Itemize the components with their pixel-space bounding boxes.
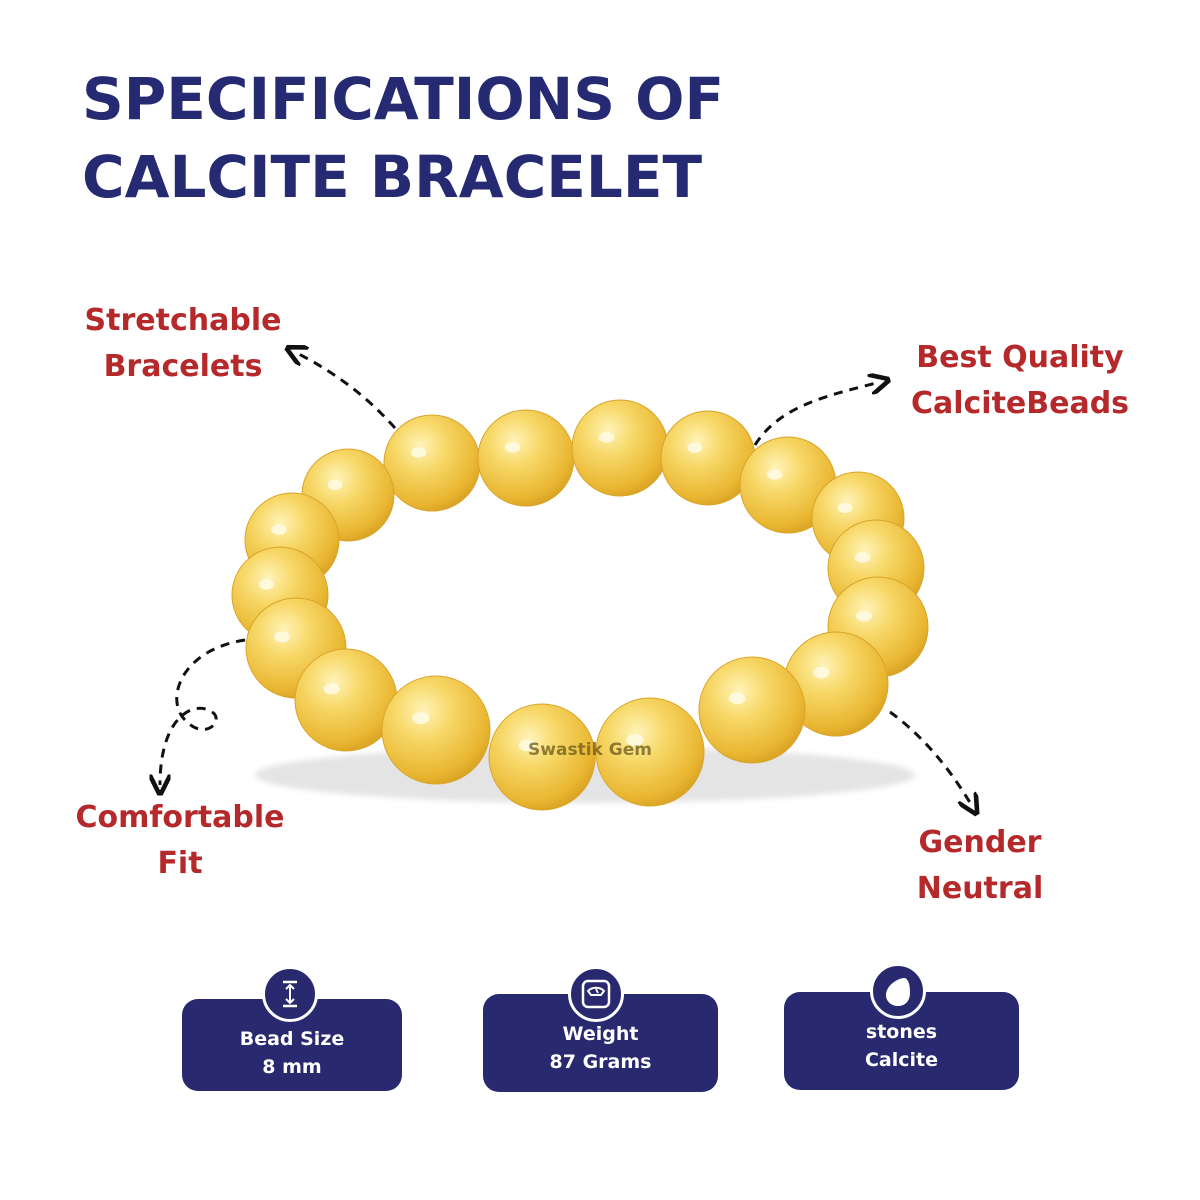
feature-stretchable-line1: Stretchable xyxy=(84,303,282,338)
page-title-line2: CALCITE BRACELET xyxy=(82,143,703,211)
spec-weight-label: Weight xyxy=(562,1023,639,1045)
bead-highlight-13 xyxy=(813,666,830,679)
brand-watermark: Swastik Gem xyxy=(528,740,652,760)
feature-gender-line1: Gender xyxy=(918,825,1042,860)
arrow-comfort xyxy=(160,638,246,785)
page-title: SPECIFICATIONS OF CALCITE BRACELET xyxy=(82,60,724,216)
bead-group xyxy=(231,399,929,811)
spec-stone-value: Calcite xyxy=(864,1049,939,1071)
feature-quality-line1: Best Quality xyxy=(916,340,1124,375)
feature-comfort-line1: Comfortable xyxy=(75,800,285,835)
stone-drop-icon xyxy=(870,963,926,1019)
feature-stretchable-line2: Bracelets xyxy=(103,349,263,384)
feature-quality: Best Quality CalciteBeads xyxy=(890,335,1150,427)
bead-highlight-4 xyxy=(687,442,703,453)
bead-highlight-14 xyxy=(323,683,340,695)
spec-size-label: Bead Size xyxy=(239,1028,345,1050)
bead-highlight-5 xyxy=(327,479,343,490)
bead-highlight-12 xyxy=(274,631,290,643)
bead-16 xyxy=(381,675,491,785)
arrow-stretchable xyxy=(295,352,397,429)
bead-18 xyxy=(595,697,705,807)
feature-gender: Gender Neutral xyxy=(880,820,1080,912)
bead-17 xyxy=(488,703,596,811)
bead-3 xyxy=(571,399,669,497)
vertical-measure-icon xyxy=(262,966,318,1022)
bead-highlight-6 xyxy=(766,469,783,480)
scale-icon xyxy=(568,966,624,1022)
bead-highlight-9 xyxy=(854,552,871,563)
bead-highlight-16 xyxy=(412,712,430,725)
bead-2 xyxy=(477,409,575,507)
feature-comfort-line2: Fit xyxy=(157,846,203,881)
bead-highlight-7 xyxy=(837,502,853,513)
spec-stone-label: stones xyxy=(865,1021,938,1043)
bead-highlight-17 xyxy=(518,739,536,752)
bead-highlight-3 xyxy=(598,432,615,443)
arrow-quality xyxy=(753,382,880,446)
bead-15 xyxy=(698,656,806,764)
bead-highlight-11 xyxy=(856,610,872,622)
bead-highlight-8 xyxy=(271,524,287,535)
bead-1 xyxy=(383,414,481,512)
bead-highlight-15 xyxy=(728,692,746,705)
feature-gender-line2: Neutral xyxy=(916,871,1044,906)
bead-highlight-1 xyxy=(410,447,427,458)
bead-highlight-18 xyxy=(626,734,644,747)
bead-14 xyxy=(294,648,398,752)
bead-highlight-2 xyxy=(504,442,521,453)
feature-quality-line2: CalciteBeads xyxy=(910,386,1130,421)
page-title-line1: SPECIFICATIONS OF xyxy=(82,65,725,133)
bead-highlight-10 xyxy=(258,579,275,590)
feature-stretchable: Stretchable Bracelets xyxy=(70,298,296,390)
spec-size-value: 8 mm xyxy=(262,1056,322,1078)
arrow-gender xyxy=(889,710,972,806)
feature-comfort: Comfortable Fit xyxy=(60,795,300,887)
spec-weight-value: 87 Grams xyxy=(549,1051,652,1073)
